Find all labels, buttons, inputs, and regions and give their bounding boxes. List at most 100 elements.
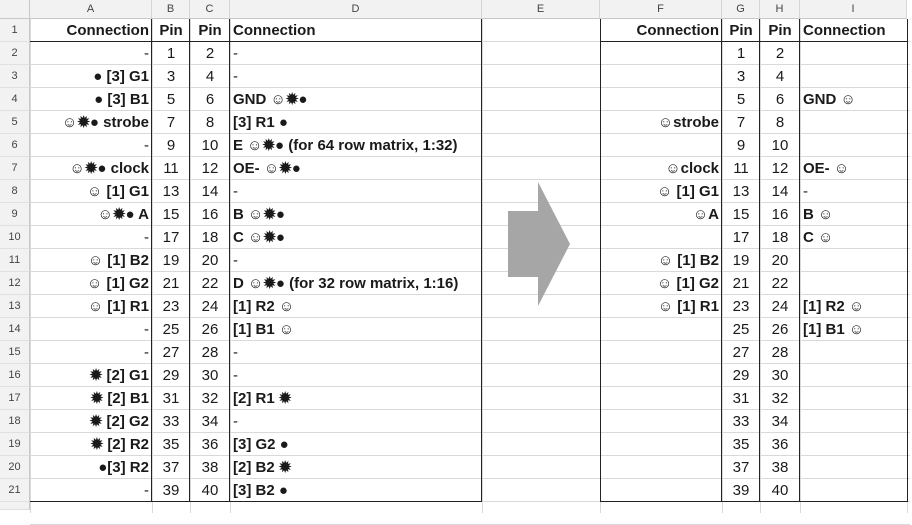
- row-header-22[interactable]: [0, 502, 30, 510]
- cell-g2[interactable]: 1: [736, 45, 746, 62]
- cell-h16[interactable]: 30: [771, 367, 789, 384]
- row-header-2[interactable]: 2: [0, 42, 30, 65]
- cell-i10[interactable]: C ☺: [803, 229, 834, 246]
- row-header-5[interactable]: 5: [0, 111, 30, 134]
- cell-a2[interactable]: -: [144, 45, 149, 62]
- cell-h12[interactable]: 22: [771, 275, 789, 292]
- cell-d12[interactable]: D ☺✹● (for 32 row matrix, 1:16): [233, 275, 459, 292]
- cell-h19[interactable]: 36: [771, 436, 789, 453]
- cell-d3[interactable]: -: [233, 68, 238, 85]
- cell-a3[interactable]: ● [3] G1: [93, 68, 149, 85]
- cell-c3[interactable]: 4: [205, 68, 215, 85]
- cell-f11[interactable]: ☺ [1] B2: [657, 252, 719, 269]
- cell-i21[interactable]: [800, 479, 907, 502]
- cell-d13[interactable]: [1] R2 ☺: [233, 298, 295, 315]
- cell-f8[interactable]: ☺ [1] G1: [657, 183, 719, 200]
- cell-h4[interactable]: 6: [775, 91, 785, 108]
- cell-b5[interactable]: 7: [166, 114, 176, 131]
- cell-g11[interactable]: 19: [732, 252, 750, 269]
- cell-f3[interactable]: [600, 65, 722, 88]
- cell-g18[interactable]: 33: [732, 413, 750, 430]
- row-header-1[interactable]: 1: [0, 19, 30, 42]
- cell-a15[interactable]: -: [144, 344, 149, 361]
- cell-h2[interactable]: 2: [775, 45, 785, 62]
- cell-d10[interactable]: C ☺✹●: [233, 229, 285, 246]
- cell-f6[interactable]: [600, 134, 722, 157]
- header-connection-d[interactable]: Connection: [233, 22, 316, 39]
- column-header-b[interactable]: B: [152, 0, 190, 19]
- row-header-17[interactable]: 17: [0, 387, 30, 410]
- cell-i20[interactable]: [800, 456, 907, 479]
- cell-d18[interactable]: -: [233, 413, 238, 430]
- cell-h8[interactable]: 14: [771, 183, 789, 200]
- row-header-20[interactable]: 20: [0, 456, 30, 479]
- cell-c15[interactable]: 28: [201, 344, 219, 361]
- cell-a8[interactable]: ☺ [1] G1: [87, 183, 149, 200]
- cell-a7[interactable]: ☺✹● clock: [69, 160, 149, 177]
- cell-g16[interactable]: 29: [732, 367, 750, 384]
- cell-a10[interactable]: -: [144, 229, 149, 246]
- cell-h18[interactable]: 34: [771, 413, 789, 430]
- select-all-corner[interactable]: [0, 0, 30, 19]
- column-header-d[interactable]: D: [230, 0, 482, 19]
- cell-a13[interactable]: ☺ [1] R1: [87, 298, 149, 315]
- column-header-a[interactable]: A: [30, 0, 152, 19]
- cell-i16[interactable]: [800, 364, 907, 387]
- header-pin-b[interactable]: Pin: [159, 22, 183, 39]
- cell-g17[interactable]: 31: [732, 390, 750, 407]
- cell-f15[interactable]: [600, 341, 722, 364]
- column-header-i[interactable]: I: [800, 0, 907, 19]
- cell-i17[interactable]: [800, 387, 907, 410]
- cell-h13[interactable]: 24: [771, 298, 789, 315]
- cell-g9[interactable]: 15: [732, 206, 750, 223]
- cell-h5[interactable]: 8: [775, 114, 785, 131]
- cell-d8[interactable]: -: [233, 183, 238, 200]
- cell-g6[interactable]: 9: [736, 137, 746, 154]
- header-pin-c[interactable]: Pin: [198, 22, 222, 39]
- cell-f10[interactable]: [600, 226, 722, 249]
- cell-a4[interactable]: ● [3] B1: [94, 91, 149, 108]
- cell-c9[interactable]: 16: [201, 206, 219, 223]
- cell-i12[interactable]: [800, 272, 907, 295]
- cell-g15[interactable]: 27: [732, 344, 750, 361]
- row-header-11[interactable]: 11: [0, 249, 30, 272]
- cell-c17[interactable]: 32: [201, 390, 219, 407]
- cell-b18[interactable]: 33: [162, 413, 180, 430]
- cell-f7[interactable]: ☺clock: [665, 160, 719, 177]
- cell-g20[interactable]: 37: [732, 459, 750, 476]
- cell-a12[interactable]: ☺ [1] G2: [87, 275, 149, 292]
- cell-b8[interactable]: 13: [162, 183, 180, 200]
- cell-h6[interactable]: 10: [771, 137, 789, 154]
- cell-b19[interactable]: 35: [162, 436, 180, 453]
- cell-b4[interactable]: 5: [166, 91, 176, 108]
- cell-d16[interactable]: -: [233, 367, 238, 384]
- cell-i14[interactable]: [1] B1 ☺: [803, 321, 865, 338]
- cell-h11[interactable]: 20: [771, 252, 789, 269]
- cell-c16[interactable]: 30: [201, 367, 219, 384]
- header-pin-h[interactable]: Pin: [768, 22, 792, 39]
- cell-f5[interactable]: ☺strobe: [657, 114, 719, 131]
- cell-h7[interactable]: 12: [771, 160, 789, 177]
- cell-h3[interactable]: 4: [775, 68, 785, 85]
- cell-g21[interactable]: 39: [732, 482, 750, 499]
- cell-i5[interactable]: [800, 111, 907, 134]
- cell-b3[interactable]: 3: [166, 68, 176, 85]
- cell-b15[interactable]: 27: [162, 344, 180, 361]
- cell-d11[interactable]: -: [233, 252, 238, 269]
- row-header-8[interactable]: 8: [0, 180, 30, 203]
- cell-g14[interactable]: 25: [732, 321, 750, 338]
- column-header-h[interactable]: H: [760, 0, 800, 19]
- cell-f18[interactable]: [600, 410, 722, 433]
- cell-h20[interactable]: 38: [771, 459, 789, 476]
- cell-c7[interactable]: 12: [201, 160, 219, 177]
- cell-h9[interactable]: 16: [771, 206, 789, 223]
- cell-g3[interactable]: 3: [736, 68, 746, 85]
- cell-b14[interactable]: 25: [162, 321, 180, 338]
- cell-h15[interactable]: 28: [771, 344, 789, 361]
- row-header-4[interactable]: 4: [0, 88, 30, 111]
- cell-b17[interactable]: 31: [162, 390, 180, 407]
- row-header-7[interactable]: 7: [0, 157, 30, 180]
- cell-a14[interactable]: -: [144, 321, 149, 338]
- cell-i11[interactable]: [800, 249, 907, 272]
- header-pin-g[interactable]: Pin: [729, 22, 753, 39]
